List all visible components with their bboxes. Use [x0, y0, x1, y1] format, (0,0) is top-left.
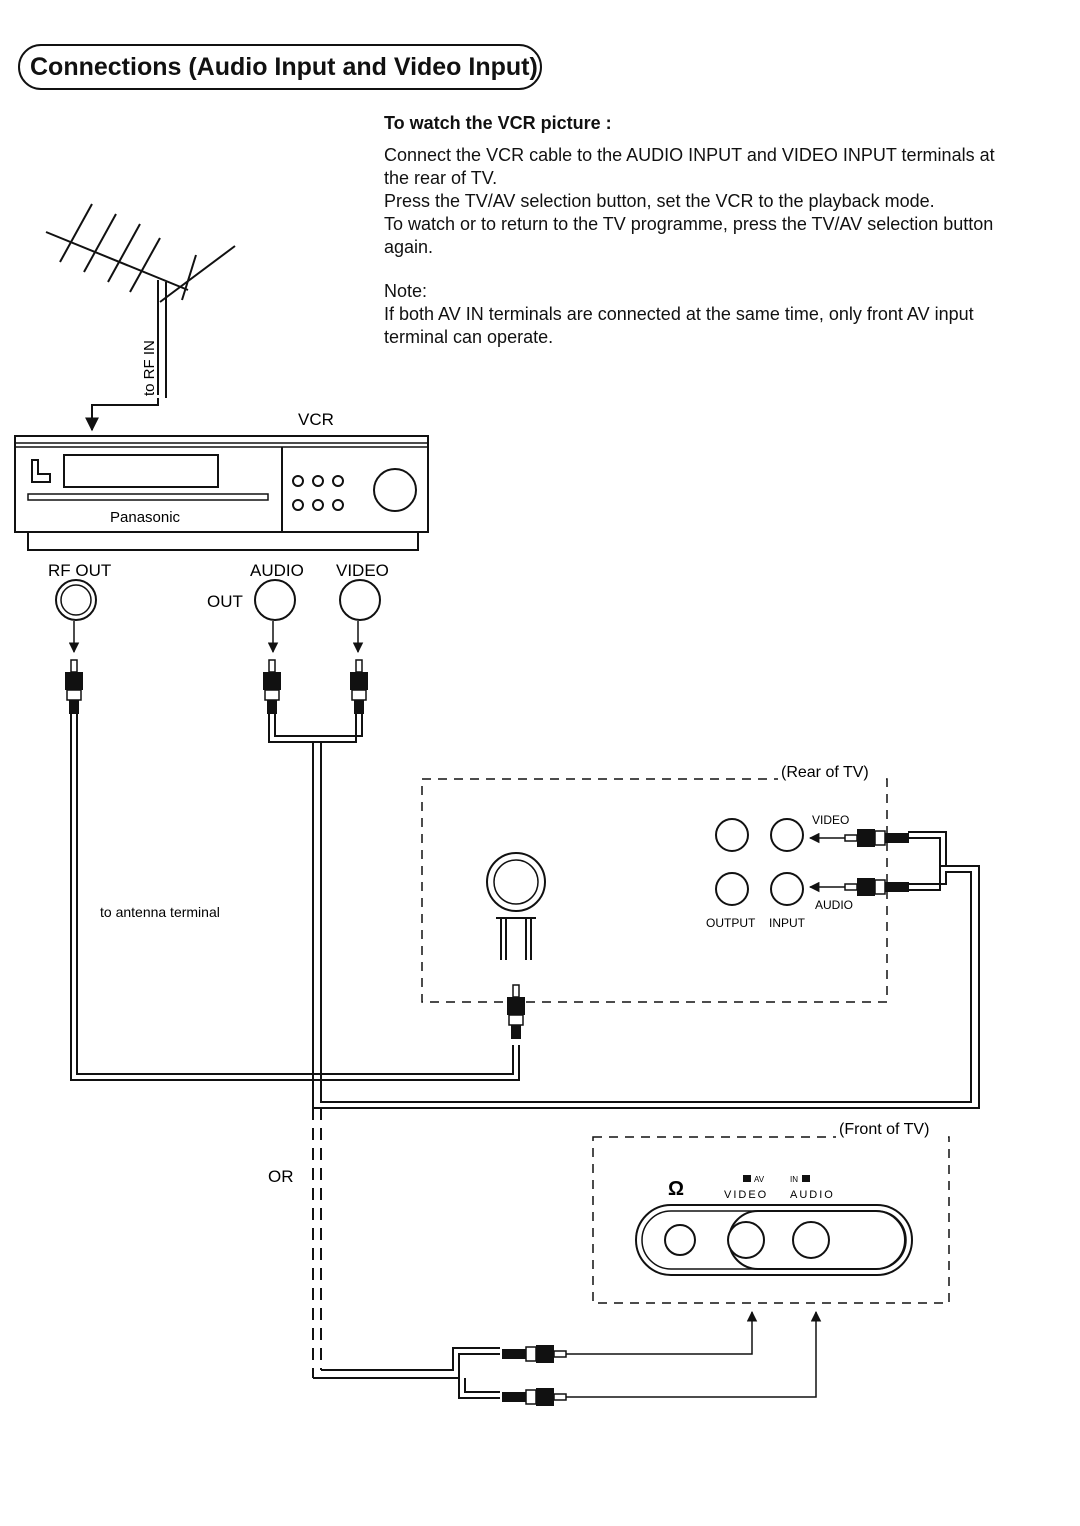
- vcr-label: VCR: [298, 410, 334, 429]
- audio-cable-plug: [262, 659, 282, 715]
- rear-video-label: VIDEO: [812, 813, 849, 827]
- front-video-plug: [501, 1344, 567, 1364]
- front-video-label: VIDEO: [724, 1189, 768, 1201]
- antenna-label: to RF IN: [141, 340, 158, 396]
- rf-cable: [70, 714, 520, 1081]
- section-title-text: Connections (Audio Input and Video Input…: [30, 53, 538, 81]
- video-out-label: VIDEO: [336, 561, 389, 580]
- front-audio-plug: [501, 1387, 567, 1407]
- video-cable-plug: [349, 659, 369, 715]
- rear-audio-plug: [844, 877, 910, 897]
- instructions-heading: To watch the VCR picture :: [384, 113, 612, 133]
- headphone-icon: Ω: [668, 1178, 684, 1200]
- note-label: Note:: [384, 281, 428, 301]
- alternative-cable: [312, 1108, 500, 1399]
- rear-audio-label: AUDIO: [815, 898, 853, 912]
- instructions-paragraph-1: Connect the VCR cable to the AUDIO INPUT…: [384, 145, 995, 188]
- rf-out-jack: [55, 579, 97, 621]
- rear-antenna-plug: [506, 984, 526, 1040]
- vcr-device: [14, 435, 429, 551]
- audio-out-jack: [254, 579, 296, 621]
- rear-input-label: INPUT: [769, 916, 806, 930]
- rf-cable-plug: [64, 659, 84, 715]
- rear-av-terminals: [715, 818, 804, 906]
- instructions-paragraph-2: Press the TV/AV selection button, set th…: [384, 191, 935, 211]
- front-av-panel: [635, 1204, 913, 1276]
- note-text: If both AV IN terminals are connected at…: [384, 304, 974, 347]
- instructions-block: To watch the VCR picture : Connect the V…: [384, 112, 1004, 349]
- front-tv-label: (Front of TV): [839, 1121, 929, 1138]
- rear-video-plug: [844, 828, 910, 848]
- rear-output-label: OUTPUT: [706, 916, 756, 930]
- antenna-terminal-label: to antenna terminal: [100, 904, 220, 920]
- section-title: Connections (Audio Input and Video Input…: [18, 44, 542, 90]
- antenna-cable: [85, 398, 159, 432]
- out-label: OUT: [207, 592, 243, 611]
- front-tv-panel: [592, 1136, 950, 1304]
- rf-out-label: RF OUT: [48, 561, 111, 580]
- rear-tv-label: (Rear of TV): [781, 764, 869, 781]
- front-audio-label: AUDIO: [790, 1189, 835, 1201]
- video-out-jack: [339, 579, 381, 621]
- front-in-label: IN: [790, 1175, 798, 1184]
- vcr-brand: Panasonic: [110, 509, 181, 526]
- front-av-label: AV: [754, 1175, 765, 1184]
- or-label: OR: [268, 1167, 294, 1186]
- antenna-icon: [45, 203, 236, 398]
- instructions-paragraph-3: To watch or to return to the TV programm…: [384, 214, 994, 257]
- audio-out-label: AUDIO: [250, 561, 304, 580]
- rear-antenna-terminal: [486, 852, 546, 960]
